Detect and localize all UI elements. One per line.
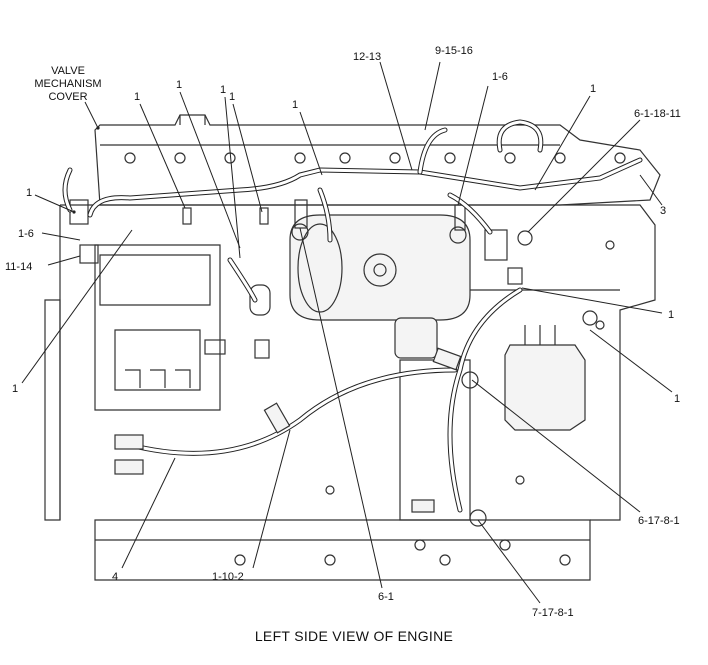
figure-caption: LEFT SIDE VIEW OF ENGINE xyxy=(255,628,453,644)
callout-3: 3 xyxy=(660,205,666,217)
callout-7-17-8-1: 7-17-8-1 xyxy=(532,607,574,619)
callout-1-b: 1 xyxy=(134,91,140,103)
callout-1-g: 1 xyxy=(26,187,32,199)
callout-1-10-2: 1-10-2 xyxy=(212,571,244,583)
callout-6-1-18-11: 6-1-18-11 xyxy=(634,108,681,120)
callout-6-17-8-1: 6-17-8-1 xyxy=(638,515,680,527)
valve-cover-label-line3: COVER xyxy=(48,91,87,103)
leader-lines xyxy=(21,61,673,604)
callout-1-a: 1 xyxy=(176,79,182,91)
callout-1-d: 1 xyxy=(229,91,235,103)
wiring-harness xyxy=(62,119,643,513)
callout-4: 4 xyxy=(112,571,118,583)
engine-block-drawing xyxy=(44,114,661,581)
callout-1-c: 1 xyxy=(220,84,226,96)
callout-11-14: 11-14 xyxy=(5,261,32,273)
callout-1-h: 1 xyxy=(12,383,18,395)
callout-12-13: 12-13 xyxy=(353,51,381,63)
callout-9-15-16: 9-15-16 xyxy=(435,45,473,57)
callout-1-j: 1 xyxy=(674,393,680,405)
callout-1-i: 1 xyxy=(668,309,674,321)
callout-1-f: 1 xyxy=(590,83,596,95)
valve-cover-label-line1: VALVE xyxy=(51,65,85,77)
callout-6-1: 6-1 xyxy=(378,591,394,603)
callout-1-e: 1 xyxy=(292,99,298,111)
valve-cover-label-line2: MECHANISM xyxy=(34,78,101,90)
callout-1-6-top: 1-6 xyxy=(492,71,508,83)
callout-labels: VALVE MECHANISM COVER 12-13 9-15-16 1-6 … xyxy=(5,45,681,619)
callout-1-6-left: 1-6 xyxy=(18,228,34,240)
